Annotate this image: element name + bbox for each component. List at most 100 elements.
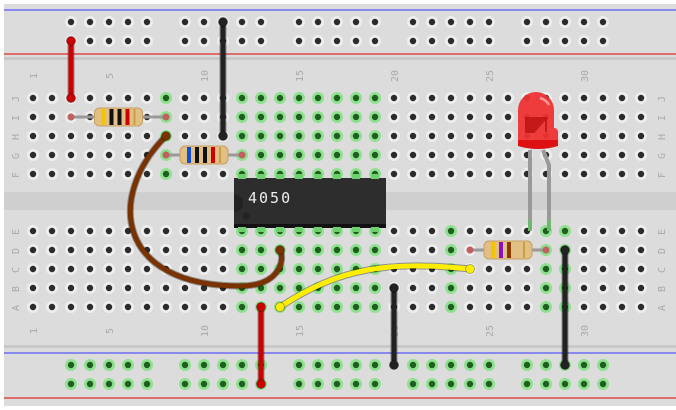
hole-G2[interactable]: [46, 149, 58, 161]
hole-E3[interactable]: [65, 225, 77, 237]
hole-G18[interactable]: [350, 149, 362, 161]
hole-D11[interactable]: [217, 244, 229, 256]
rail-hole-top-1[interactable]: [426, 16, 438, 28]
hole-G3[interactable]: [65, 149, 77, 161]
hole-J30[interactable]: [578, 92, 590, 104]
hole-J20[interactable]: [388, 92, 400, 104]
hole-J19[interactable]: [369, 92, 381, 104]
hole-I9[interactable]: [179, 111, 191, 123]
hole-J10[interactable]: [198, 92, 210, 104]
hole-H3[interactable]: [65, 130, 77, 142]
hole-C11[interactable]: [217, 263, 229, 275]
hole-F9[interactable]: [179, 168, 191, 180]
hole-I2[interactable]: [46, 111, 58, 123]
rail-hole-top-2[interactable]: [483, 35, 495, 47]
hole-I26[interactable]: [502, 111, 514, 123]
hole-D18[interactable]: [350, 244, 362, 256]
hole-C3[interactable]: [65, 263, 77, 275]
hole-J9[interactable]: [179, 92, 191, 104]
rail-hole-top-2[interactable]: [236, 35, 248, 47]
hole-I14[interactable]: [274, 111, 286, 123]
hole-H12[interactable]: [236, 130, 248, 142]
wire-black-top[interactable]: [218, 17, 228, 141]
wire-yellow[interactable]: [275, 262, 475, 312]
rail-hole-top-1[interactable]: [198, 16, 210, 28]
hole-A4[interactable]: [84, 301, 96, 313]
hole-F32[interactable]: [616, 168, 628, 180]
hole-H17[interactable]: [331, 130, 343, 142]
rail-hole-top-1[interactable]: [65, 16, 77, 28]
hole-D22[interactable]: [426, 244, 438, 256]
hole-G16[interactable]: [312, 149, 324, 161]
rail-hole-top-2[interactable]: [198, 35, 210, 47]
rail-hole-top-2[interactable]: [84, 35, 96, 47]
hole-B24[interactable]: [464, 282, 476, 294]
hole-G20[interactable]: [388, 149, 400, 161]
hole-G17[interactable]: [331, 149, 343, 161]
rail-hole-bottom-1[interactable]: [236, 359, 248, 371]
hole-I24[interactable]: [464, 111, 476, 123]
hole-I19[interactable]: [369, 111, 381, 123]
hole-H14[interactable]: [274, 130, 286, 142]
hole-F2[interactable]: [46, 168, 58, 180]
hole-G14[interactable]: [274, 149, 286, 161]
hole-A25[interactable]: [483, 301, 495, 313]
hole-C28[interactable]: [540, 263, 552, 275]
hole-H23[interactable]: [445, 130, 457, 142]
hole-D1[interactable]: [27, 244, 39, 256]
hole-D4[interactable]: [84, 244, 96, 256]
resistor-r2[interactable]: [162, 145, 246, 165]
hole-E25[interactable]: [483, 225, 495, 237]
hole-A16[interactable]: [312, 301, 324, 313]
resistor-r3[interactable]: [466, 240, 550, 260]
rail-hole-top-1[interactable]: [293, 16, 305, 28]
hole-C16[interactable]: [312, 263, 324, 275]
hole-H20[interactable]: [388, 130, 400, 142]
hole-E30[interactable]: [578, 225, 590, 237]
rail-hole-top-1[interactable]: [350, 16, 362, 28]
rail-hole-bottom-1[interactable]: [293, 359, 305, 371]
hole-F23[interactable]: [445, 168, 457, 180]
hole-B30[interactable]: [578, 282, 590, 294]
hole-C12[interactable]: [236, 263, 248, 275]
hole-A2[interactable]: [46, 301, 58, 313]
hole-B3[interactable]: [65, 282, 77, 294]
rail-hole-top-1[interactable]: [597, 16, 609, 28]
rail-hole-top-2[interactable]: [597, 35, 609, 47]
hole-E4[interactable]: [84, 225, 96, 237]
hole-A1[interactable]: [27, 301, 39, 313]
hole-D17[interactable]: [331, 244, 343, 256]
hole-B4[interactable]: [84, 282, 96, 294]
led-red[interactable]: [518, 92, 558, 231]
wire-red-bottom[interactable]: [256, 302, 266, 389]
hole-I23[interactable]: [445, 111, 457, 123]
rail-hole-top-1[interactable]: [236, 16, 248, 28]
hole-F8[interactable]: [160, 168, 172, 180]
hole-J5[interactable]: [103, 92, 115, 104]
hole-H22[interactable]: [426, 130, 438, 142]
rail-hole-top-1[interactable]: [84, 16, 96, 28]
hole-J21[interactable]: [407, 92, 419, 104]
hole-G15[interactable]: [293, 149, 305, 161]
rail-hole-top-2[interactable]: [578, 35, 590, 47]
hole-C30[interactable]: [578, 263, 590, 275]
rail-hole-bottom-2[interactable]: [464, 378, 476, 390]
rail-hole-top-2[interactable]: [540, 35, 552, 47]
rail-hole-bottom-1[interactable]: [445, 359, 457, 371]
rail-hole-bottom-2[interactable]: [559, 378, 571, 390]
hole-A18[interactable]: [350, 301, 362, 313]
rail-hole-top-1[interactable]: [483, 16, 495, 28]
hole-C1[interactable]: [27, 263, 39, 275]
hole-B33[interactable]: [635, 282, 647, 294]
hole-F30[interactable]: [578, 168, 590, 180]
hole-F5[interactable]: [103, 168, 115, 180]
wire-black-right[interactable]: [560, 245, 570, 370]
rail-hole-bottom-1[interactable]: [578, 359, 590, 371]
resistor-r1[interactable]: [67, 107, 170, 127]
rail-hole-bottom-1[interactable]: [103, 359, 115, 371]
hole-E31[interactable]: [597, 225, 609, 237]
hole-B7[interactable]: [141, 282, 153, 294]
rail-hole-top-2[interactable]: [312, 35, 324, 47]
hole-J18[interactable]: [350, 92, 362, 104]
rail-hole-bottom-2[interactable]: [350, 378, 362, 390]
